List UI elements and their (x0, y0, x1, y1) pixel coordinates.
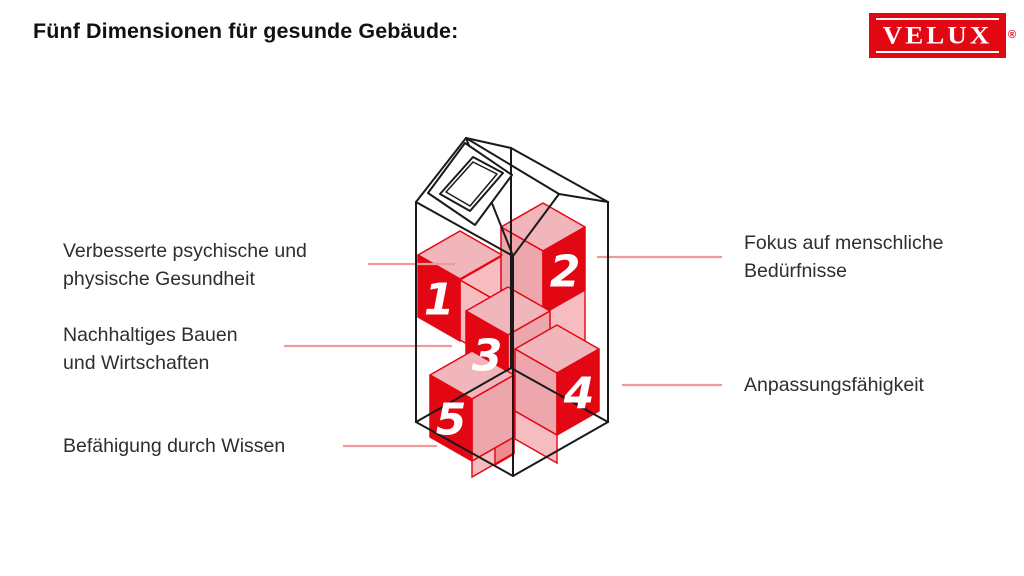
cube-1-number: 1 (424, 275, 455, 326)
label-dimension-4: Anpassungsfähigkeit (744, 371, 924, 399)
label-dimension-3-line-1: Nachhaltiges Bauen (63, 324, 238, 346)
connector-lines (284, 255, 722, 448)
building-roof-ridge (465, 137, 560, 195)
label-dimension-1-line-1: Verbesserte psychische und (63, 240, 307, 262)
label-dimension-2-line-2: Bedürfnisse (744, 260, 847, 282)
page-title: Fünf Dimensionen für gesunde Gebäude: (33, 19, 459, 43)
label-dimension-3-line-2: und Wirtschaften (63, 352, 210, 374)
label-dimension-2: Fokus auf menschliche Bedürfnisse (744, 229, 943, 285)
label-dimension-1-line-2: physische Gesundheit (63, 268, 255, 290)
label-dimension-1: Verbesserte psychische und physische Ges… (63, 237, 307, 293)
velux-logo: VELUX (869, 13, 1006, 58)
cube-1 (417, 230, 503, 342)
cube-2-number: 2 (550, 247, 581, 298)
cube-numbers: 1 2 3 4 5 (424, 247, 595, 446)
cube-4 (514, 324, 600, 436)
label-dimension-5: Befähigung durch Wissen (63, 432, 285, 460)
registered-trademark-symbol: ® (1008, 29, 1017, 41)
cube-1-front-face (417, 254, 461, 342)
cube-5-number: 5 (436, 395, 467, 446)
building-back-right-eave (510, 147, 609, 203)
label-dimension-5-line-1: Befähigung durch Wissen (63, 435, 286, 457)
label-dimension-3: Nachhaltiges Bauen und Wirtschaften (63, 321, 238, 377)
cube-4-front-face (556, 348, 600, 436)
cube-4-number: 4 (563, 369, 595, 420)
velux-logo-wordmark: VELUX (882, 21, 993, 49)
cube-3-number: 3 (472, 331, 503, 382)
label-dimension-2-line-1: Fokus auf menschliche (744, 232, 944, 254)
velux-logo-frame: VELUX (876, 18, 999, 53)
label-dimension-4-line-1: Anpassungsfähigkeit (744, 374, 924, 396)
roof-window-sash-inner (445, 161, 498, 207)
building-front-left-eave (415, 201, 514, 257)
cube-2-front-face (542, 226, 586, 314)
roof-window (427, 142, 513, 226)
